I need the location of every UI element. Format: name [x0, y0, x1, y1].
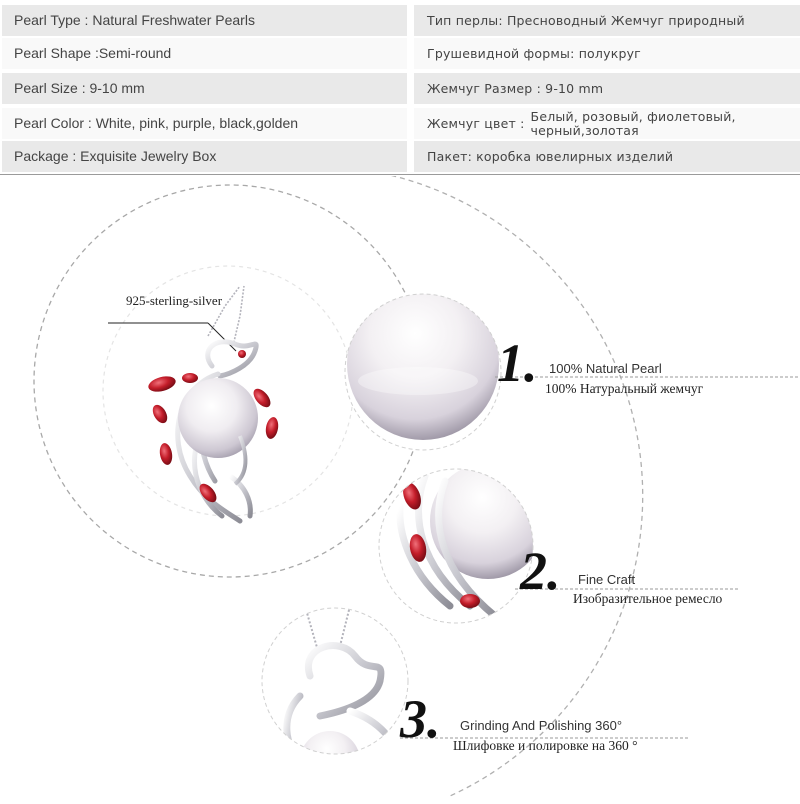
material-label: 925-sterling-silver — [126, 293, 223, 308]
spec-ru-label: Жемчуг цвет : — [427, 115, 525, 131]
spec-ru-value-line: Белый, розовый, фиолетовый, — [530, 108, 736, 124]
feature-en-label: Fine Craft — [578, 572, 636, 587]
feature-en-label: Grinding And Polishing 360° — [460, 718, 623, 733]
spec-en-cell: Pearl Shape :Semi-round — [2, 38, 407, 69]
spec-row-package: Package : Exquisite Jewelry Box Пакет: к… — [0, 141, 800, 172]
zoom-craft-closeup — [379, 469, 533, 623]
feature-number: 3. — [400, 689, 441, 749]
ruby-stones — [148, 373, 279, 503]
spec-row-pearl-size: Pearl Size : 9-10 mm Жемчуг Размер : 9-1… — [0, 73, 800, 104]
spec-row-pearl-shape: Pearl Shape :Semi-round Грушевидной форм… — [0, 38, 800, 69]
spec-en-cell: Pearl Color : White, pink, purple, black… — [2, 108, 407, 139]
spec-row-pearl-color: Pearl Color : White, pink, purple, black… — [0, 108, 800, 139]
spec-table: Pearl Type : Natural Freshwater Pearls Т… — [0, 0, 800, 173]
spec-en-cell: Package : Exquisite Jewelry Box — [2, 141, 407, 172]
spec-ru-values: Белый, розовый, фиолетовый, черный,золот… — [530, 108, 736, 138]
spec-ru-cell: Тип перлы: Пресноводный Жемчуг природный — [414, 5, 800, 36]
spec-ru-cell: Грушевидной формы: полукруг — [414, 38, 800, 69]
spec-ru-split: Жемчуг цвет : Белый, розовый, фиолетовый… — [427, 108, 736, 139]
spec-en-cell: Pearl Size : 9-10 mm — [2, 73, 407, 104]
spec-ru-value-line: черный,золотая — [530, 122, 639, 138]
feature-ru-label: 100% Натуральный жемчуг — [545, 381, 704, 396]
divider — [0, 174, 800, 175]
spec-ru-cell: Жемчуг Размер : 9-10 mm — [414, 73, 800, 104]
feature-number: 1. — [497, 333, 538, 393]
spec-ru-cell: Жемчуг цвет : Белый, розовый, фиолетовый… — [414, 108, 800, 139]
feature-ru-label: Изобразительное ремесло — [573, 591, 723, 606]
product-illustration: 925-sterling-silver 1. 100% Natural Pear… — [0, 165, 800, 800]
feature-ru-label: Шлифовке и полировке на 360 ° — [453, 738, 638, 753]
feature-number: 2. — [520, 541, 561, 601]
zoom-pearl-closeup — [345, 294, 501, 450]
zoom-polish-closeup — [262, 608, 408, 754]
spec-ru-cell: Пакет: коробка ювелирных изделий — [414, 141, 800, 172]
spec-row-pearl-type: Pearl Type : Natural Freshwater Pearls Т… — [0, 5, 800, 36]
pendant-artwork — [33, 165, 800, 797]
pendant-pearl — [178, 378, 258, 458]
spec-en-cell: Pearl Type : Natural Freshwater Pearls — [2, 5, 407, 36]
feature-en-label: 100% Natural Pearl — [549, 361, 662, 376]
